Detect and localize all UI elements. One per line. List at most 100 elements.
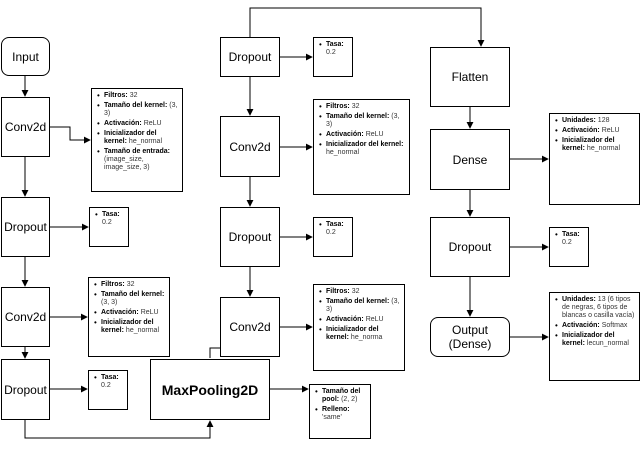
- note-item: Tamaño del kernel: (3, 3): [319, 113, 405, 129]
- note-item-label: Activación:: [104, 120, 142, 127]
- note-item-value: 128: [597, 117, 610, 124]
- note-dropout-2: Tasa: 0.2: [88, 370, 128, 410]
- note-list: Filtros: 32Tamaño del kernel: (3, 3)Acti…: [319, 288, 400, 342]
- note-item-value: ReLU: [365, 316, 384, 323]
- node-input: Input: [1, 37, 50, 76]
- note-item-value: (2, 2): [341, 396, 358, 403]
- note-item-value: 'same': [322, 414, 342, 421]
- note-item: Relleno: 'same': [315, 406, 366, 422]
- note-list: Unidades: 128Activación: ReLUInicializad…: [555, 117, 635, 153]
- note-item-value: (3, 3): [101, 299, 118, 306]
- note-item-value: Softmax: [601, 322, 628, 329]
- note-dense: Unidades: 128Activación: ReLUInicializad…: [549, 113, 640, 205]
- note-item-label: Relleno:: [322, 406, 350, 413]
- note-item-label: Activación:: [562, 127, 600, 134]
- note-item-label: Activación:: [562, 322, 600, 329]
- note-item-label: Tamaño de entrada:: [104, 148, 170, 155]
- note-item-value: ReLU: [143, 120, 162, 127]
- note-item-label: Unidades:: [562, 117, 596, 124]
- note-item: Tamaño del kernel: (3, 3): [97, 102, 178, 118]
- node-maxpooling2d: MaxPooling2D: [150, 359, 270, 420]
- node-dropout-5: Dropout: [430, 217, 510, 277]
- note-item-label: Tasa:: [562, 231, 580, 238]
- note-dropout-1: Tasa: 0.2: [89, 207, 129, 247]
- note-item-value: 32: [351, 288, 360, 295]
- note-item-value: (image_size, image_size, 3): [104, 156, 150, 171]
- note-item: Inicializador del kernel: he_normal: [94, 319, 165, 335]
- note-item: Tamaño del pool: (2, 2): [315, 388, 366, 404]
- note-item-value: ReLU: [140, 309, 159, 316]
- note-item-value: (3, 3): [326, 298, 400, 313]
- note-item: Activación: ReLU: [94, 309, 165, 317]
- edge-dropout2-maxpool: [24, 420, 214, 439]
- note-item-label: Inicializador del kernel:: [326, 326, 379, 341]
- node-output-dense: Output (Dense): [430, 317, 510, 357]
- note-item: Tasa: 0.2: [95, 211, 124, 227]
- note-item: Filtros: 32: [319, 288, 400, 296]
- note-item: Inicializador del kernel: he_normal: [319, 141, 405, 157]
- note-item-label: Activación:: [326, 131, 364, 138]
- note-item: Tasa: 0.2: [555, 231, 584, 247]
- note-item-label: Tasa:: [101, 374, 119, 381]
- node-conv2d-4: Conv2d: [220, 297, 280, 357]
- note-item: Tasa: 0.2: [94, 374, 123, 390]
- note-item-label: Filtros:: [101, 281, 125, 288]
- note-item: Inicializador del kernel: lecun_normal: [555, 332, 635, 348]
- note-item: Activación: ReLU: [319, 316, 400, 324]
- note-item-label: Tamaño del kernel:: [326, 298, 390, 305]
- note-item: Activación: ReLU: [319, 131, 405, 139]
- note-item-value: ReLU: [365, 131, 384, 138]
- note-item: Tamaño del kernel: (3, 3): [94, 291, 165, 307]
- note-list: Tamaño del pool: (2, 2) Relleno: 'same': [315, 388, 366, 422]
- note-dropout-3: Tasa: 0.2: [313, 37, 353, 77]
- note-item-value: (3, 3): [104, 102, 178, 117]
- output-label-line1: Output: [451, 323, 489, 337]
- note-item-value: 13 (6 tipos de negras, 6 tipos de blanca…: [562, 296, 635, 319]
- note-list: Filtros: 32Tamaño del kernel: (3, 3)Acti…: [94, 281, 165, 335]
- note-item-value: 0.2: [102, 219, 112, 226]
- node-conv2d-3: Conv2d: [220, 116, 280, 177]
- note-item-value: he_norma: [350, 334, 383, 341]
- edge-top-flatten: [249, 7, 485, 47]
- note-item-label: Activación:: [326, 316, 364, 323]
- note-item-label: Tamaño del kernel:: [326, 113, 390, 120]
- node-dropout-3: Dropout: [220, 37, 280, 77]
- note-conv2d-1: Filtros: 32Tamaño del kernel: (3, 3) Acti…: [91, 88, 183, 192]
- note-item-value: he_normal: [326, 149, 360, 156]
- note-item-value: lecun_normal: [586, 340, 629, 347]
- note-item: Activación: Softmax: [555, 322, 635, 330]
- note-list: Tasa: 0.2: [95, 211, 124, 227]
- note-dropout-5: Tasa: 0.2: [549, 227, 589, 267]
- note-item: Unidades: 13 (6 tipos de negras, 6 tipos…: [555, 296, 635, 320]
- note-item-label: Inicializador del kernel:: [101, 319, 154, 334]
- note-item-label: Filtros:: [104, 92, 128, 99]
- note-item-value: 0.2: [562, 239, 572, 246]
- note-item-value: 32: [351, 103, 360, 110]
- note-item-label: Inicializador del kernel:: [104, 130, 157, 145]
- note-dropout-4: Tasa: 0.2: [313, 217, 353, 257]
- note-item-value: 32: [126, 281, 135, 288]
- note-item: Tamaño del kernel: (3, 3): [319, 298, 400, 314]
- note-list: Tasa: 0.2: [94, 374, 123, 390]
- note-item-label: Tamaño del kernel:: [104, 102, 168, 109]
- note-item: Filtros: 32: [319, 103, 405, 111]
- note-item-label: Inicializador del kernel:: [562, 137, 615, 152]
- note-list: Tasa: 0.2: [555, 231, 584, 247]
- node-dropout-1: Dropout: [1, 197, 50, 257]
- note-item: Inicializador del kernel: he_norma: [319, 326, 400, 342]
- note-list: Filtros: 32 Tamaño del kernel: (3, 3) Acti…: [319, 103, 405, 157]
- note-item-label: Filtros:: [326, 288, 350, 295]
- node-conv2d-1: Conv2d: [1, 97, 50, 157]
- note-item: Activación: ReLU: [97, 120, 178, 128]
- note-item: Filtros: 32: [94, 281, 165, 289]
- note-item-label: Tasa:: [102, 211, 120, 218]
- note-output: Unidades: 13 (6 tipos de negras, 6 tipos…: [549, 292, 640, 381]
- note-conv2d-3: Filtros: 32 Tamaño del kernel: (3, 3) Acti…: [313, 99, 410, 195]
- note-item-value: 32: [129, 92, 138, 99]
- note-list: Tasa: 0.2: [319, 221, 348, 237]
- note-item-value: he_normal: [128, 138, 162, 145]
- note-item-label: Unidades:: [562, 296, 596, 303]
- note-maxpooling2d: Tamaño del pool: (2, 2) Relleno: 'same': [309, 384, 371, 439]
